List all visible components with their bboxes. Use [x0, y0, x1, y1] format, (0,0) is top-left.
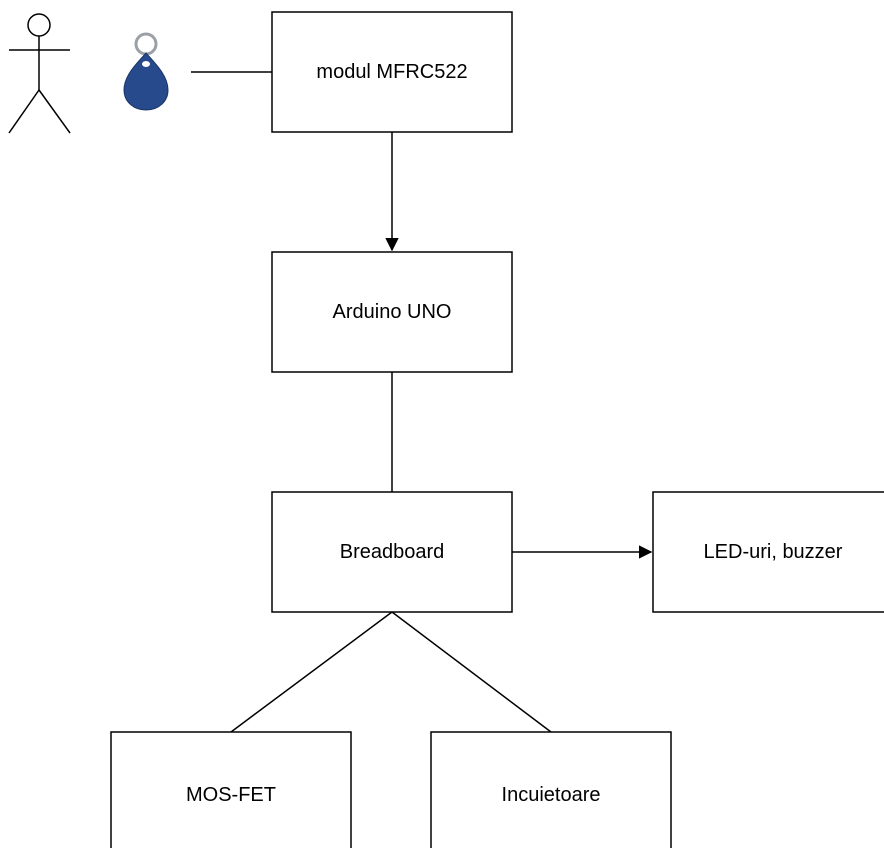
node-outputs: LED-uri, buzzer — [652, 491, 884, 613]
rfid-keyfob-icon — [123, 32, 169, 111]
node-arduino-label: Arduino UNO — [333, 301, 452, 323]
node-breadboard: Breadboard — [271, 491, 513, 613]
node-mosfet: MOS-FET — [110, 731, 352, 848]
node-arduino: Arduino UNO — [271, 251, 513, 373]
node-lock: Incuietoare — [430, 731, 672, 848]
node-lock-label: Incuietoare — [502, 784, 601, 806]
edge-breadboard-to-lock — [391, 611, 552, 733]
node-mosfet-label: MOS-FET — [186, 784, 276, 806]
node-rfid-module: modul MFRC522 — [271, 11, 513, 133]
node-outputs-label: LED-uri, buzzer — [704, 541, 843, 563]
edge-breadboard-to-mosfet — [230, 611, 393, 733]
user-actor-icon — [8, 13, 71, 134]
node-breadboard-label: Breadboard — [340, 541, 445, 563]
node-rfid-module-label: modul MFRC522 — [316, 61, 467, 83]
